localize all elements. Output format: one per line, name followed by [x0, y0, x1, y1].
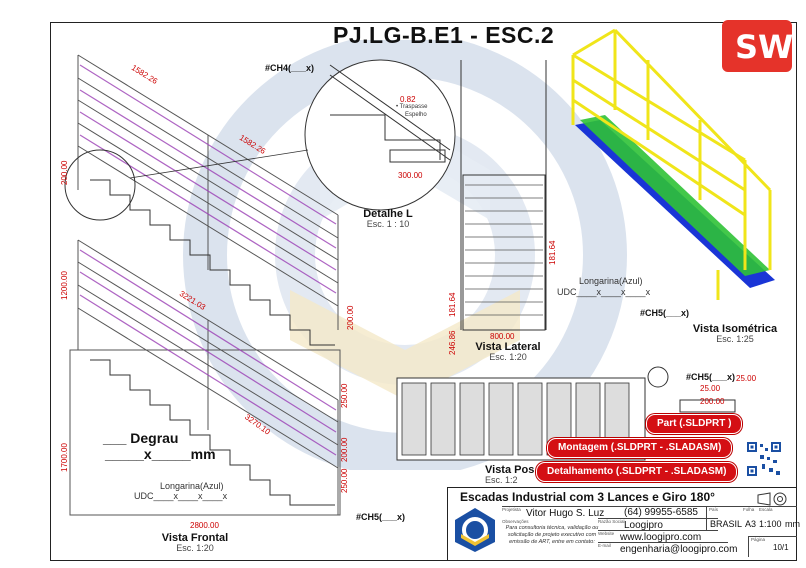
caption-lateral: Vista Lateral	[475, 341, 541, 353]
scale-posterior: Esc. 1:2	[485, 475, 518, 485]
detalhamento-file-button[interactable]: Detalhamento (.SLDPRT - .SLADASM)	[536, 462, 738, 482]
dim-250-b: 250.00	[340, 383, 349, 408]
caption-isometrica: Vista Isométrica	[692, 323, 778, 335]
dim-1700: 1700.00	[60, 443, 69, 472]
dim-250: 250.00	[340, 468, 349, 493]
dim-200-frontal: 200.00	[346, 305, 355, 330]
ch5-plan: #CH5(___x)	[686, 372, 736, 382]
scale-lateral: Esc. 1:20	[489, 352, 527, 362]
page-title: PJ.LG-B.E1 - ESC.2	[333, 22, 555, 48]
company-logo	[455, 508, 495, 552]
dim-1200: 1200.00	[60, 271, 69, 300]
page-cell: Página 10/1	[748, 536, 797, 557]
scale-isometrica: Esc. 1:25	[716, 334, 754, 344]
dim-200-vert: 200.00	[60, 160, 69, 185]
udc-lateral: UDC____x____x____x	[557, 287, 651, 297]
ch4-tag: #CH4(___x)	[265, 63, 315, 73]
part-file-button[interactable]: Part (.SLDPRT )	[646, 414, 743, 434]
dim-200-b: 200.00	[340, 437, 349, 462]
projection-symbol-icon	[757, 492, 787, 506]
longarina-lateral: Longarina(Azul)	[579, 276, 643, 286]
scale-detalhe: Esc. 1 : 10	[366, 219, 410, 229]
degrau-label: ___ Degrau	[103, 430, 179, 446]
caption-frontal: Vista Frontal	[161, 532, 229, 544]
espelho-note: Espelho	[405, 112, 427, 118]
title-block: Escadas Industrial com 3 Lances e Giro 1…	[447, 487, 800, 561]
dim-2800: 2800.00	[190, 521, 219, 530]
email-cell[interactable]: E-mail engenharia@loogipro.com	[598, 542, 738, 555]
empresa-cell: Razão Social Loogipro	[598, 518, 718, 531]
traspasse-note: • Traspasse	[396, 104, 428, 110]
ch5-iso: #CH5(___x)	[640, 308, 690, 318]
caption-detalhe: Detalhe L	[363, 208, 413, 220]
montagem-file-button[interactable]: Montagem (.SLDPRT - .SLADASM)	[547, 438, 733, 458]
dim-25-b: 25.00	[736, 374, 757, 383]
ch5-frontal: #CH5(___x)	[356, 512, 406, 522]
udc-frontal: UDC____x____x____x	[134, 491, 228, 501]
country-cell: País BRASIL Folha A3 Escala 1:100 mm	[706, 506, 800, 531]
longarina-frontal: Longarina(Azul)	[160, 481, 224, 491]
dim-800: 800.00	[490, 332, 515, 341]
sheet-border	[50, 22, 797, 561]
project-title: Escadas Industrial com 3 Lances e Giro 1…	[460, 490, 715, 504]
dim-200: 200.00	[700, 397, 725, 406]
dim-25-a: 25.00	[700, 384, 721, 393]
scale-frontal: Esc. 1:20	[176, 543, 214, 553]
obs-cell: Observações Para consultoria técnica, va…	[502, 519, 599, 545]
degrau-dims: _____x_____mm	[105, 446, 216, 462]
autor-cell: Projetista Vitor Hugo S. Luz	[502, 506, 712, 519]
svg-text:SW: SW	[735, 28, 793, 66]
phone-cell[interactable]: (64) 99955-6585	[624, 507, 698, 518]
dim-24686-lat: 246.86	[448, 330, 457, 355]
website-cell[interactable]: Website www.loogipro.com	[598, 530, 718, 543]
qr-code-icon	[745, 440, 783, 478]
dim-300: 300.00	[398, 171, 423, 180]
caption-posterior: Vista Pos	[485, 464, 535, 476]
dim-18164-lat: 181.64	[548, 240, 557, 265]
dim-18164-lat2: 181.64	[448, 292, 457, 317]
dim-082: 0.82	[400, 95, 416, 104]
